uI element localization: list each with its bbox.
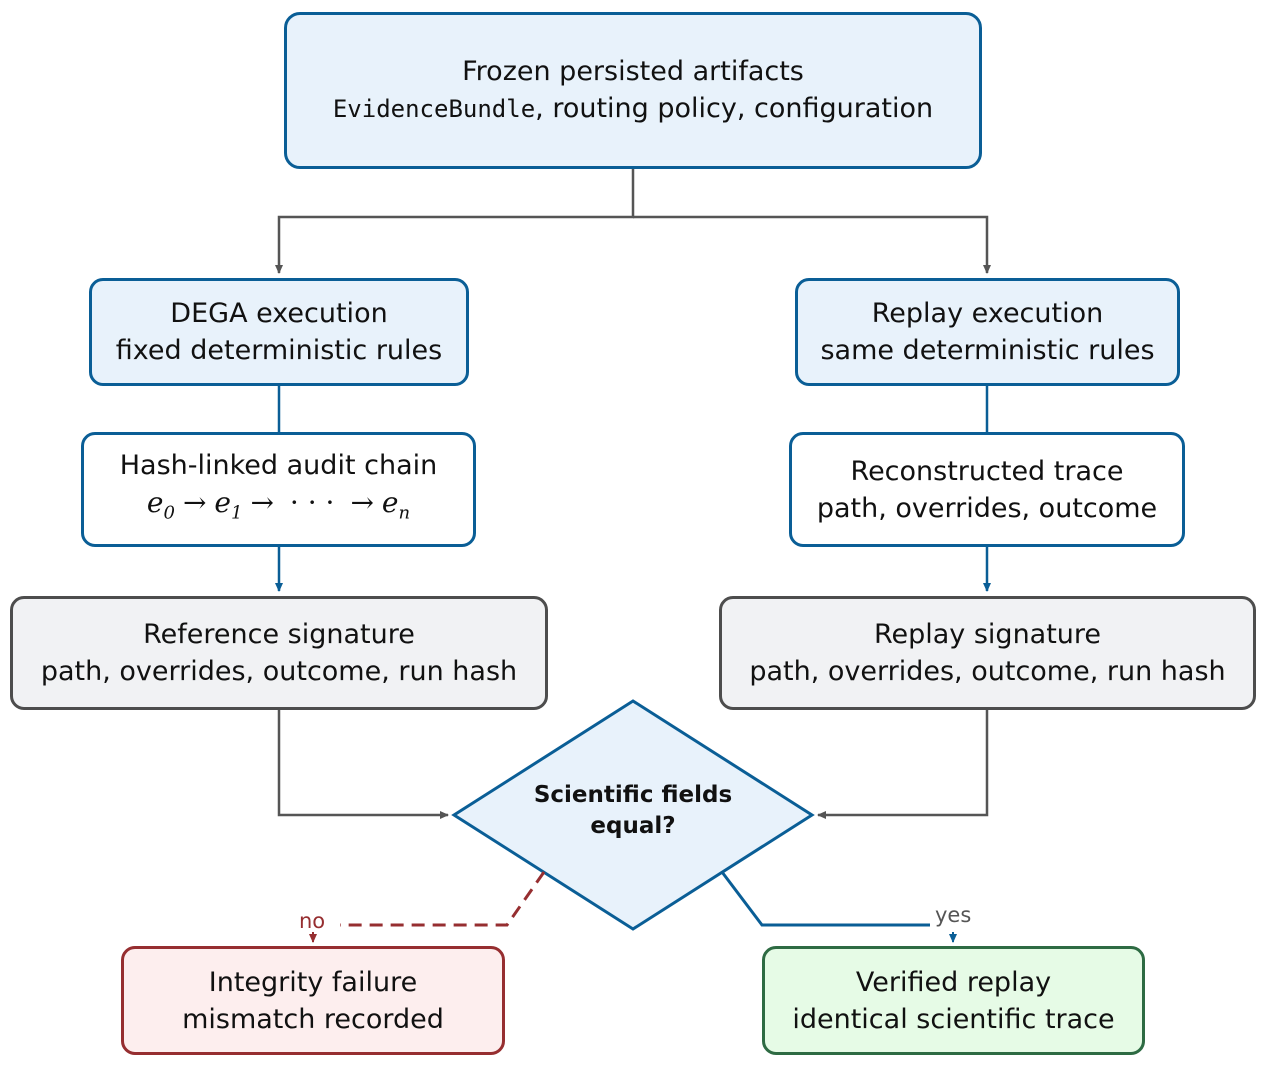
frozen-subtitle-rest: , routing policy, configuration	[535, 93, 934, 124]
node-reconstructed-trace: Reconstructed trace path, overrides, out…	[789, 432, 1185, 547]
frozen-title: Frozen persisted artifacts	[462, 56, 804, 87]
audit-title: Hash-linked audit chain	[119, 450, 438, 482]
node-frozen-artifacts: Frozen persisted artifacts EvidenceBundl…	[284, 12, 982, 169]
edge-yes-branch	[720, 871, 930, 927]
dega-subtitle: fixed deterministic rules	[115, 335, 443, 366]
evidence-bundle-code: EvidenceBundle	[332, 95, 536, 123]
node-dega-execution: DEGA execution fixed deterministic rules	[89, 278, 469, 386]
node-reference-signature: Reference signature path, overrides, out…	[10, 596, 548, 710]
node-audit-chain: Hash-linked audit chain e0→e1→· · ·→en	[81, 432, 476, 547]
fail-title: Integrity failure	[208, 966, 418, 998]
edge-no-branch	[340, 871, 546, 927]
verified-title: Verified replay	[855, 966, 1052, 998]
node-integrity-failure: Integrity failure mismatch recorded	[121, 946, 505, 1055]
decision-label: Scientific fields equal?	[500, 780, 766, 842]
edge-label-no: no	[297, 909, 328, 933]
ref-sig-subtitle: path, overrides, outcome, run hash	[40, 656, 518, 687]
frozen-subtitle: EvidenceBundle, routing policy, configur…	[333, 90, 933, 128]
decision-line1: Scientific fields	[533, 782, 733, 808]
node-replay-execution: Replay execution same deterministic rule…	[795, 278, 1180, 386]
verified-subtitle: identical scientific trace	[792, 1003, 1115, 1035]
replay-exec-subtitle: same deterministic rules	[820, 335, 1155, 366]
replay-exec-title: Replay execution	[871, 298, 1104, 329]
replay-sig-title: Replay signature	[873, 619, 1102, 650]
replay-sig-subtitle: path, overrides, outcome, run hash	[749, 656, 1226, 687]
trace-title: Reconstructed trace	[850, 455, 1124, 487]
edge-refsig-to-decision	[277, 709, 449, 819]
node-replay-signature: Replay signature path, overrides, outcom…	[719, 596, 1256, 710]
trace-subtitle: path, overrides, outcome	[816, 492, 1158, 524]
edge-frozen-to-replay	[633, 215, 991, 274]
dega-title: DEGA execution	[170, 298, 388, 329]
audit-chain-formula: e0→e1→· · ·→en	[146, 486, 411, 524]
edge-replaysig-to-decision	[817, 709, 989, 819]
node-verified-replay: Verified replay identical scientific tra…	[762, 946, 1145, 1055]
edge-label-yes: yes	[933, 903, 974, 927]
ref-sig-title: Reference signature	[143, 619, 415, 650]
decision-line2: equal?	[590, 813, 676, 839]
fail-subtitle: mismatch recorded	[182, 1003, 444, 1035]
edge-frozen-to-dega	[275, 168, 635, 274]
